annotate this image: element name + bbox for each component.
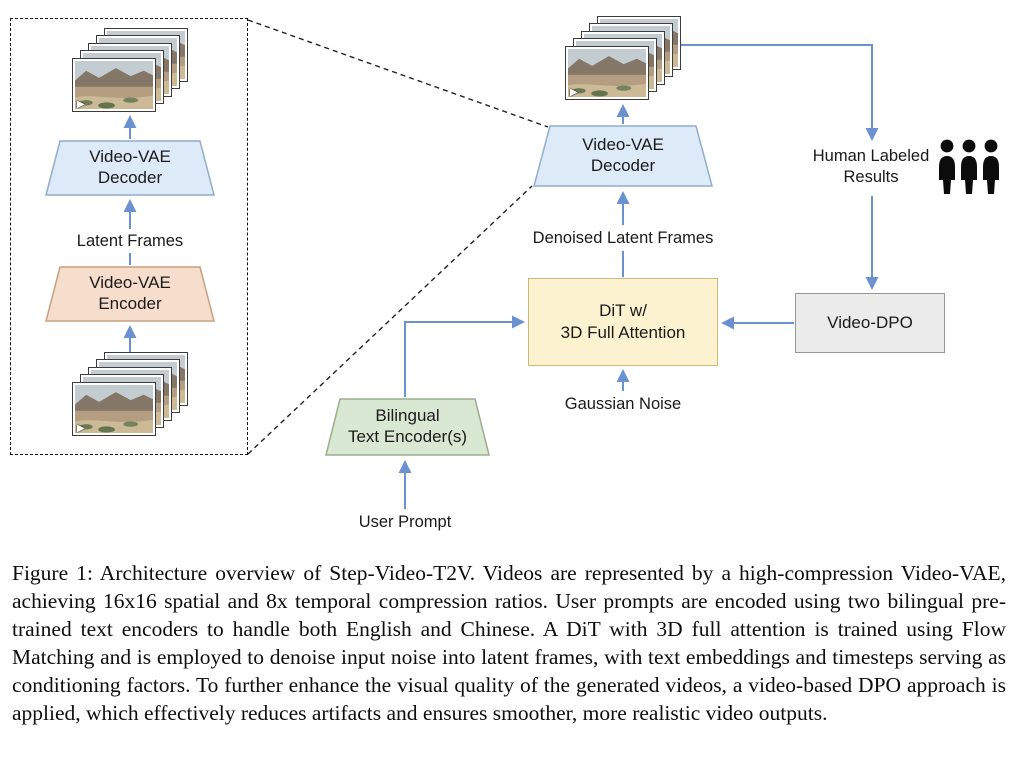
video-vae-decoder: Video-VAE Decoder [533, 125, 713, 187]
arrow-textencoder-to-dit [404, 315, 525, 397]
vae-detail-encoder: Video-VAE Encoder [45, 266, 215, 322]
arrow-video-to-human [679, 44, 879, 141]
flow-arrows [123, 19, 879, 509]
latent-frames-label: Latent Frames [76, 232, 184, 250]
vae-detail-decoder: Video-VAE Decoder [45, 140, 215, 196]
people-icon [939, 139, 999, 194]
play-icon: ▶ [77, 99, 85, 110]
video-frames-stack: ▶ [72, 28, 188, 112]
detail-connector-bottom [247, 185, 533, 455]
video-dpo-block: Video-DPO [795, 293, 945, 353]
detail-connector-top [247, 19, 549, 128]
bilingual-text-encoder-label: Bilingual Text Encoder(s) [347, 406, 468, 446]
video-frames-stack: ▶ [565, 16, 681, 100]
figure-caption: Figure 1: Architecture overview of Step-… [12, 561, 1006, 725]
vae-detail-decoder-label: Video-VAE Decoder [89, 147, 171, 187]
user-prompt-label: User Prompt [358, 513, 452, 531]
vae-detail-encoder-label: Video-VAE Encoder [89, 273, 171, 313]
bilingual-text-encoder: Bilingual Text Encoder(s) [325, 398, 490, 456]
gaussian-noise-label: Gaussian Noise [564, 395, 682, 413]
video-vae-decoder-label: Video-VAE Decoder [582, 135, 664, 175]
denoised-latent-frames-label: Denoised Latent Frames [532, 229, 714, 247]
dit-block: DiT w/ 3D Full Attention [528, 278, 718, 366]
play-icon: ▶ [77, 423, 85, 434]
play-icon: ▶ [570, 87, 578, 98]
vae-detail-box [10, 18, 248, 455]
video-frames-stack: ▶ [72, 352, 188, 436]
human-labeled-results-label: Human Labeled Results [812, 147, 930, 186]
